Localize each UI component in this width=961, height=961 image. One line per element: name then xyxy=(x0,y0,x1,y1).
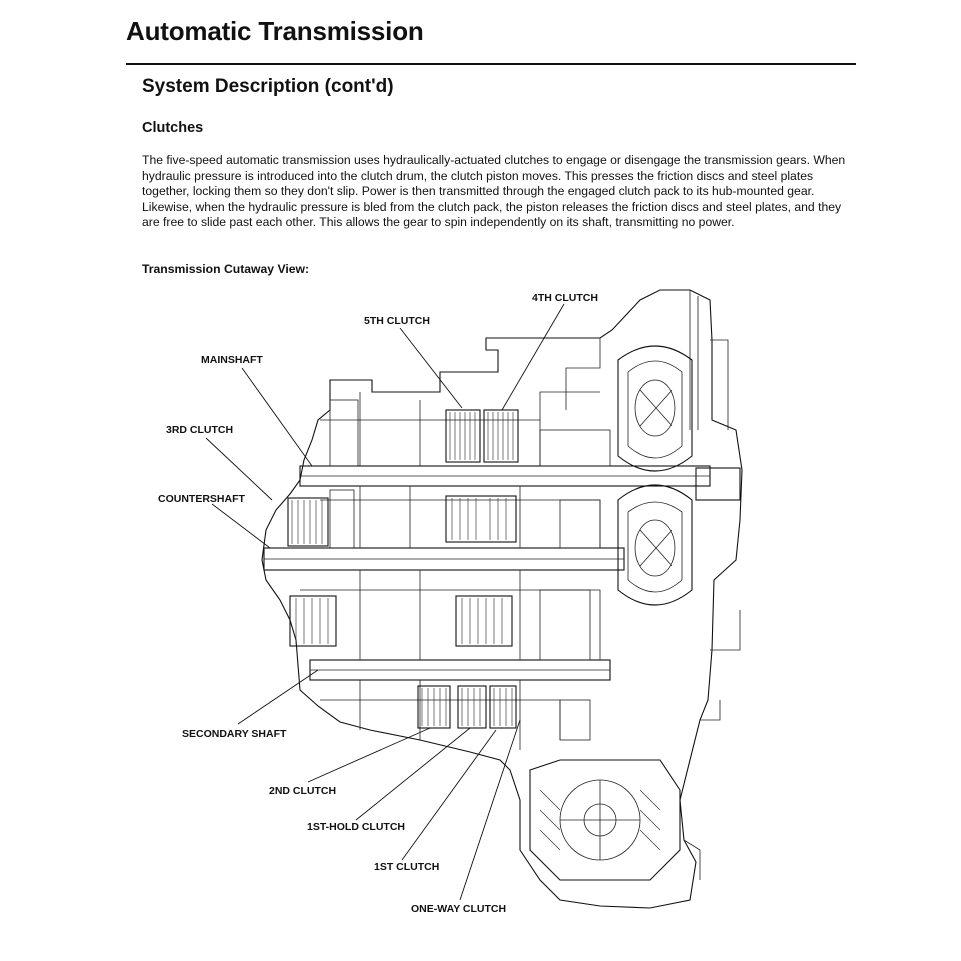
label-2nd-clutch: 2ND CLUTCH xyxy=(269,785,336,797)
secondary-shaft xyxy=(309,659,611,681)
internal-gearing xyxy=(300,391,611,750)
clutch-pack-4th xyxy=(483,409,519,463)
label-mainshaft: MAINSHAFT xyxy=(201,354,263,366)
label-countershaft: COUNTERSHAFT xyxy=(158,493,245,505)
clutches-paragraph: The five-speed automatic transmission us… xyxy=(142,153,846,230)
label-1st-clutch: 1ST CLUTCH xyxy=(374,861,439,873)
transmission-housing xyxy=(261,289,743,909)
section-title: System Description (cont'd) xyxy=(142,76,394,97)
clutch-pack-1st xyxy=(489,685,517,729)
label-3rd-clutch: 3RD CLUTCH xyxy=(166,424,233,436)
label-secondary-shaft: SECONDARY SHAFT xyxy=(182,728,287,740)
clutch-pack-lower-mid xyxy=(289,595,513,647)
clutch-pack-countershaft-mid xyxy=(445,495,517,543)
label-4th-clutch: 4TH CLUTCH xyxy=(532,292,598,304)
clutch-pack-2nd xyxy=(417,685,451,729)
clutch-pack-5th xyxy=(445,409,481,463)
clutch-pack-1st-hold xyxy=(457,685,487,729)
clutch-pack-3rd xyxy=(287,497,329,547)
countershaft xyxy=(263,547,625,571)
page-header-title: Automatic Transmission xyxy=(126,16,424,46)
label-5th-clutch: 5TH CLUTCH xyxy=(364,315,430,327)
header-rule xyxy=(126,63,856,65)
label-1st-hold-clutch: 1ST-HOLD CLUTCH xyxy=(307,821,405,833)
differential xyxy=(529,759,681,881)
mainshaft xyxy=(299,465,711,487)
leader-lines xyxy=(205,303,565,901)
figure-title: Transmission Cutaway View: xyxy=(142,262,310,276)
subsection-title: Clutches xyxy=(142,120,204,136)
torque-converter xyxy=(617,345,741,606)
label-one-way-clutch: ONE-WAY CLUTCH xyxy=(411,903,506,915)
